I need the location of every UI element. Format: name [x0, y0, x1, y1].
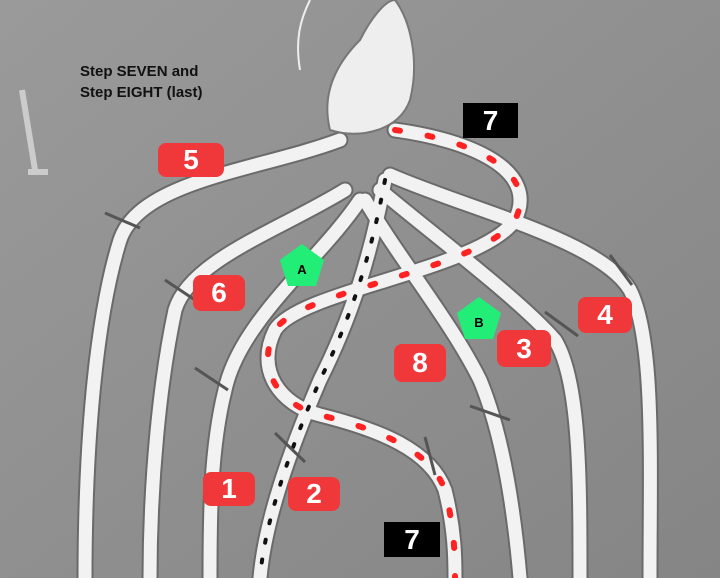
caption-line-2: Step EIGHT (last): [80, 84, 203, 101]
marker-b: B: [456, 296, 502, 340]
pentagon-icon: [280, 244, 324, 286]
marker-a-label: A: [297, 261, 307, 277]
cord-label-5: 5: [158, 143, 224, 177]
step-label-7-bottom: 7: [384, 522, 440, 557]
nail: [19, 89, 48, 175]
cord-label-4: 4: [578, 297, 632, 333]
cord-label-2: 2: [288, 477, 340, 511]
step-label-7-top: 7: [463, 103, 518, 138]
marker-a: A: [279, 243, 325, 287]
pins: [104, 211, 634, 476]
step-caption: Step SEVEN and Step EIGHT (last): [80, 61, 203, 103]
cord-label-3: 3: [497, 330, 551, 367]
caption-line-1: Step SEVEN and: [80, 63, 199, 80]
cord-label-6: 6: [193, 275, 245, 311]
cord-label-8: 8: [394, 344, 446, 382]
knot: [297, 0, 416, 135]
cord-label-1: 1: [203, 472, 255, 506]
pentagon-icon: [457, 297, 501, 339]
marker-b-label: B: [474, 314, 484, 330]
